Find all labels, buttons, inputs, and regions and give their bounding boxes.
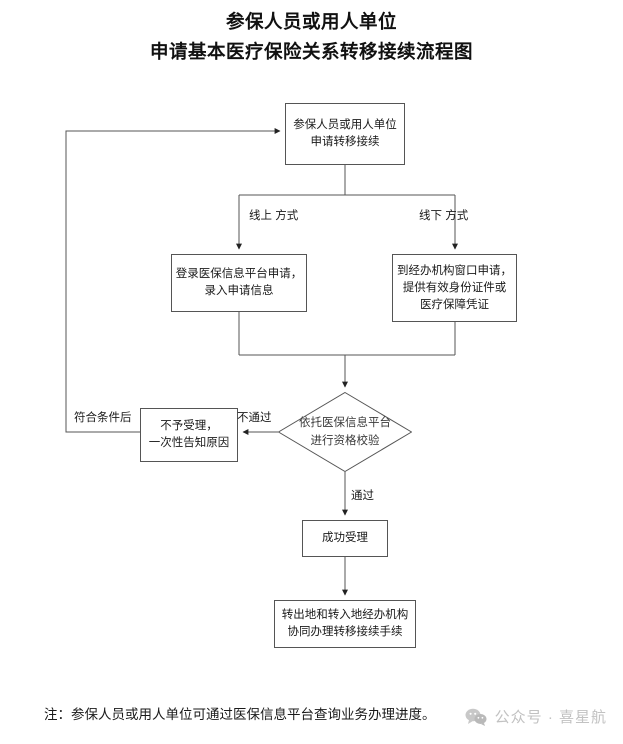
- node-transfer-processing: 转出地和转入地经办机构 协同办理转移接续手续: [274, 600, 416, 648]
- watermark: 公众号 · 喜星航: [465, 706, 607, 727]
- node-offline-line-3: 医疗保障凭证: [420, 298, 489, 311]
- node-offline-line-2: 提供有效身份证件或: [402, 281, 507, 294]
- node-transfer-line-1: 转出地和转入地经办机构: [281, 609, 409, 621]
- page-title-line-2: 申请基本医疗保险关系转移接续流程图: [149, 43, 473, 63]
- watermark-text: 公众号 · 喜星航: [494, 709, 607, 726]
- node-reject-line-2: 一次性告知原因: [148, 437, 230, 449]
- flowchart-canvas: 参保人员或用人单位 申请转移接续 登录医保信息平台申请， 录入申请信息 到经办机…: [65, 103, 517, 648]
- footer-note: 注：参保人员或用人单位可通过医保信息平台查询业务办理进度。: [44, 707, 436, 722]
- node-transfer-line-2: 协同办理转移接续手续: [287, 626, 403, 638]
- node-accepted-line-1: 成功受理: [322, 532, 368, 544]
- edge-label-offline: 线下 方式: [419, 208, 468, 225]
- diamond-shape: [278, 392, 412, 472]
- node-start: 参保人员或用人单位 申请转移接续: [285, 103, 405, 165]
- node-start-line-2: 申请转移接续: [310, 136, 380, 148]
- node-offline-application: 到经办机构窗口申请， 提供有效身份证件或 医疗保障凭证: [392, 254, 517, 322]
- edge-label-online-line-2: 方式: [275, 210, 299, 222]
- edge-label-pass: 通过: [351, 490, 374, 502]
- wechat-icon: [465, 708, 487, 726]
- edge-label-requeue: 符合条件后: [74, 412, 132, 424]
- node-decision-line-1: 依托医保信息平台: [299, 417, 391, 429]
- node-online-line-1: 登录医保信息平台申请，: [175, 268, 303, 280]
- node-rejected: 不予受理， 一次性告知原因: [140, 408, 238, 462]
- node-offline-line-1: 到经办机构窗口申请，: [397, 264, 512, 277]
- node-decision-verification: 依托医保信息平台 进行资格校验: [278, 392, 412, 472]
- node-decision-line-2: 进行资格校验: [310, 435, 380, 447]
- page-title-line-1: 参保人员或用人单位: [225, 13, 397, 33]
- edge-reject-to-start: [65, 128, 281, 433]
- edge-label-online-line-1: 线上: [249, 210, 272, 222]
- flowchart-connectors: [65, 128, 458, 596]
- edge-label-offline-line-2: 方式: [445, 210, 469, 222]
- page-title: 参保人员或用人单位 申请基本医疗保险关系转移接续流程图: [0, 8, 623, 68]
- node-accepted: 成功受理: [302, 520, 388, 557]
- node-start-line-1: 参保人员或用人单位: [293, 119, 397, 131]
- edge-label-offline-line-1: 线下: [419, 210, 442, 222]
- edge-label-online: 线上 方式: [249, 208, 298, 225]
- node-reject-line-1: 不予受理，: [160, 420, 218, 432]
- node-online-application: 登录医保信息平台申请， 录入申请信息: [171, 254, 307, 312]
- edge-label-fail: 不通过: [237, 412, 272, 424]
- node-decision-label: 依托医保信息平台 进行资格校验: [278, 392, 412, 472]
- node-online-line-2: 录入申请信息: [204, 285, 274, 297]
